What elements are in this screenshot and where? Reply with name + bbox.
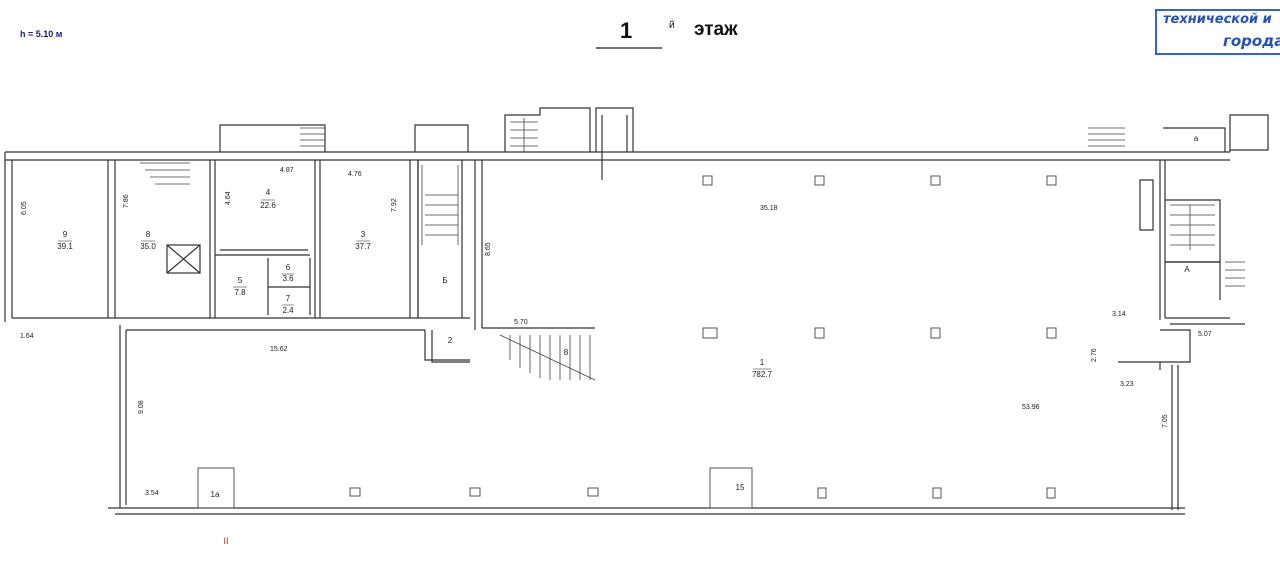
room-8-number: 8 <box>146 230 151 239</box>
room-4-area: 22.6 <box>260 201 276 210</box>
stamp-line-2: города <box>1223 32 1280 50</box>
room-1a-label: 1а <box>211 490 220 499</box>
dim-323: 3.23 <box>1120 381 1134 388</box>
section-mark: II <box>223 536 228 546</box>
dim-276: 2.76 <box>1091 348 1098 362</box>
dim-908: 9.08 <box>138 400 145 414</box>
room-2-label: 2 <box>448 336 453 345</box>
room-labels: 9 39.1 8 35.0 4 22.6 3 37.7 5 7.8 6 3.6 … <box>57 134 1199 546</box>
dim-354: 3.54 <box>145 490 159 497</box>
floor-number-suffix: й <box>669 20 675 31</box>
stamp-line-1: технической и <box>1163 12 1272 27</box>
dim-476: 4.76 <box>348 171 362 178</box>
dim-605: 6.05 <box>21 201 28 215</box>
dim-786: 7.86 <box>123 194 130 208</box>
dim-5396: 53.96 <box>1022 404 1040 411</box>
dimensions: 6.05 7.86 4.64 4.87 4.76 7.92 8.65 35.18… <box>20 167 1212 497</box>
room-15-label: 15 <box>736 483 745 492</box>
room-6-area: 3.6 <box>282 274 294 283</box>
dim-792: 7.92 <box>391 198 398 212</box>
room-a-small-label: а <box>1194 134 1199 143</box>
floor-number: 1 <box>620 18 633 43</box>
dim-570: 5.70 <box>514 319 528 326</box>
room-1-number: 1 <box>760 358 765 367</box>
room-9-area: 39.1 <box>57 242 73 251</box>
room-7-area: 2.4 <box>282 306 294 315</box>
floor-title: этаж <box>694 19 738 40</box>
dim-314: 3.14 <box>1112 311 1126 318</box>
dim-464: 4.64 <box>225 191 232 205</box>
ceiling-height-note: h = 5.10 м <box>20 29 63 39</box>
room-6-number: 6 <box>286 263 291 272</box>
dim-507: 5.07 <box>1198 331 1212 338</box>
columns <box>197 175 1057 509</box>
walls <box>4 107 1269 515</box>
dim-487: 4.87 <box>280 167 294 174</box>
room-5-area: 7.8 <box>234 288 246 297</box>
dim-865: 8.65 <box>485 242 492 256</box>
area-fraction-lines <box>58 199 771 370</box>
stair-a-label: А <box>1184 265 1190 274</box>
room-9-number: 9 <box>63 230 68 239</box>
dim-3518: 35.18 <box>760 205 778 212</box>
stair-b-label: Б <box>442 276 447 285</box>
room-8-stair-label: 8 <box>564 348 569 357</box>
room-8-area: 35.0 <box>140 242 156 251</box>
dim-164: 1.64 <box>20 333 34 340</box>
room-7-number: 7 <box>286 294 291 303</box>
bti-stamp: технической и города <box>1155 9 1280 55</box>
room-3-area: 37.7 <box>355 242 371 251</box>
room-1-area: 782.7 <box>752 370 773 379</box>
room-5-number: 5 <box>238 276 243 285</box>
dim-705: 7.05 <box>1162 414 1169 428</box>
floor-number-underline <box>596 47 662 49</box>
room-3-number: 3 <box>361 230 366 239</box>
dim-1562: 15.62 <box>270 346 288 353</box>
stairs <box>140 118 1245 381</box>
room-4-number: 4 <box>266 188 271 197</box>
